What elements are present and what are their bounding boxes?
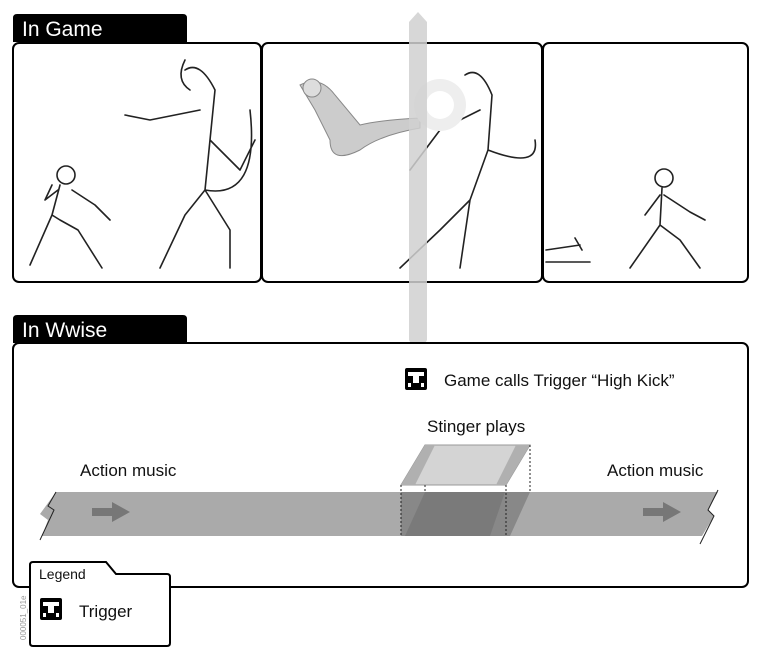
music-timeline-band (39, 489, 719, 545)
trigger-icon (405, 368, 427, 390)
fighter-kicking-illustration (299, 78, 421, 157)
stinger-label: Stinger plays (427, 417, 525, 436)
in-game-tab: In Game (13, 14, 187, 42)
legend-title: Legend (39, 566, 86, 582)
legend-item-trigger: Trigger (79, 602, 133, 621)
monster-hit-illustration (399, 71, 537, 269)
fighter-walking-illustration (629, 168, 706, 269)
in-wwise-title: In Wwise (22, 319, 107, 342)
in-game-title: In Game (22, 18, 103, 41)
arrow-right-icon (92, 502, 130, 522)
trigger-icon (40, 598, 62, 620)
action-music-right-label: Action music (607, 461, 704, 480)
legend: Legend Trigger (29, 561, 171, 647)
trigger-beam (409, 12, 427, 356)
arrow-right-icon (643, 502, 681, 522)
fighter-standing-illustration (29, 165, 111, 269)
game-panel-2 (261, 42, 543, 283)
monster-defeated-illustration (545, 237, 591, 263)
stinger-block: Stinger plays (400, 417, 531, 536)
action-music-left-label: Action music (80, 461, 177, 480)
game-panel-1 (12, 42, 262, 283)
game-panel-3 (542, 42, 749, 283)
monster-illustration (124, 59, 256, 269)
figure-code: 000051_01e (19, 595, 28, 640)
trigger-caption: Game calls Trigger “High Kick” (444, 371, 675, 390)
in-wwise-tab: In Wwise (13, 315, 187, 343)
